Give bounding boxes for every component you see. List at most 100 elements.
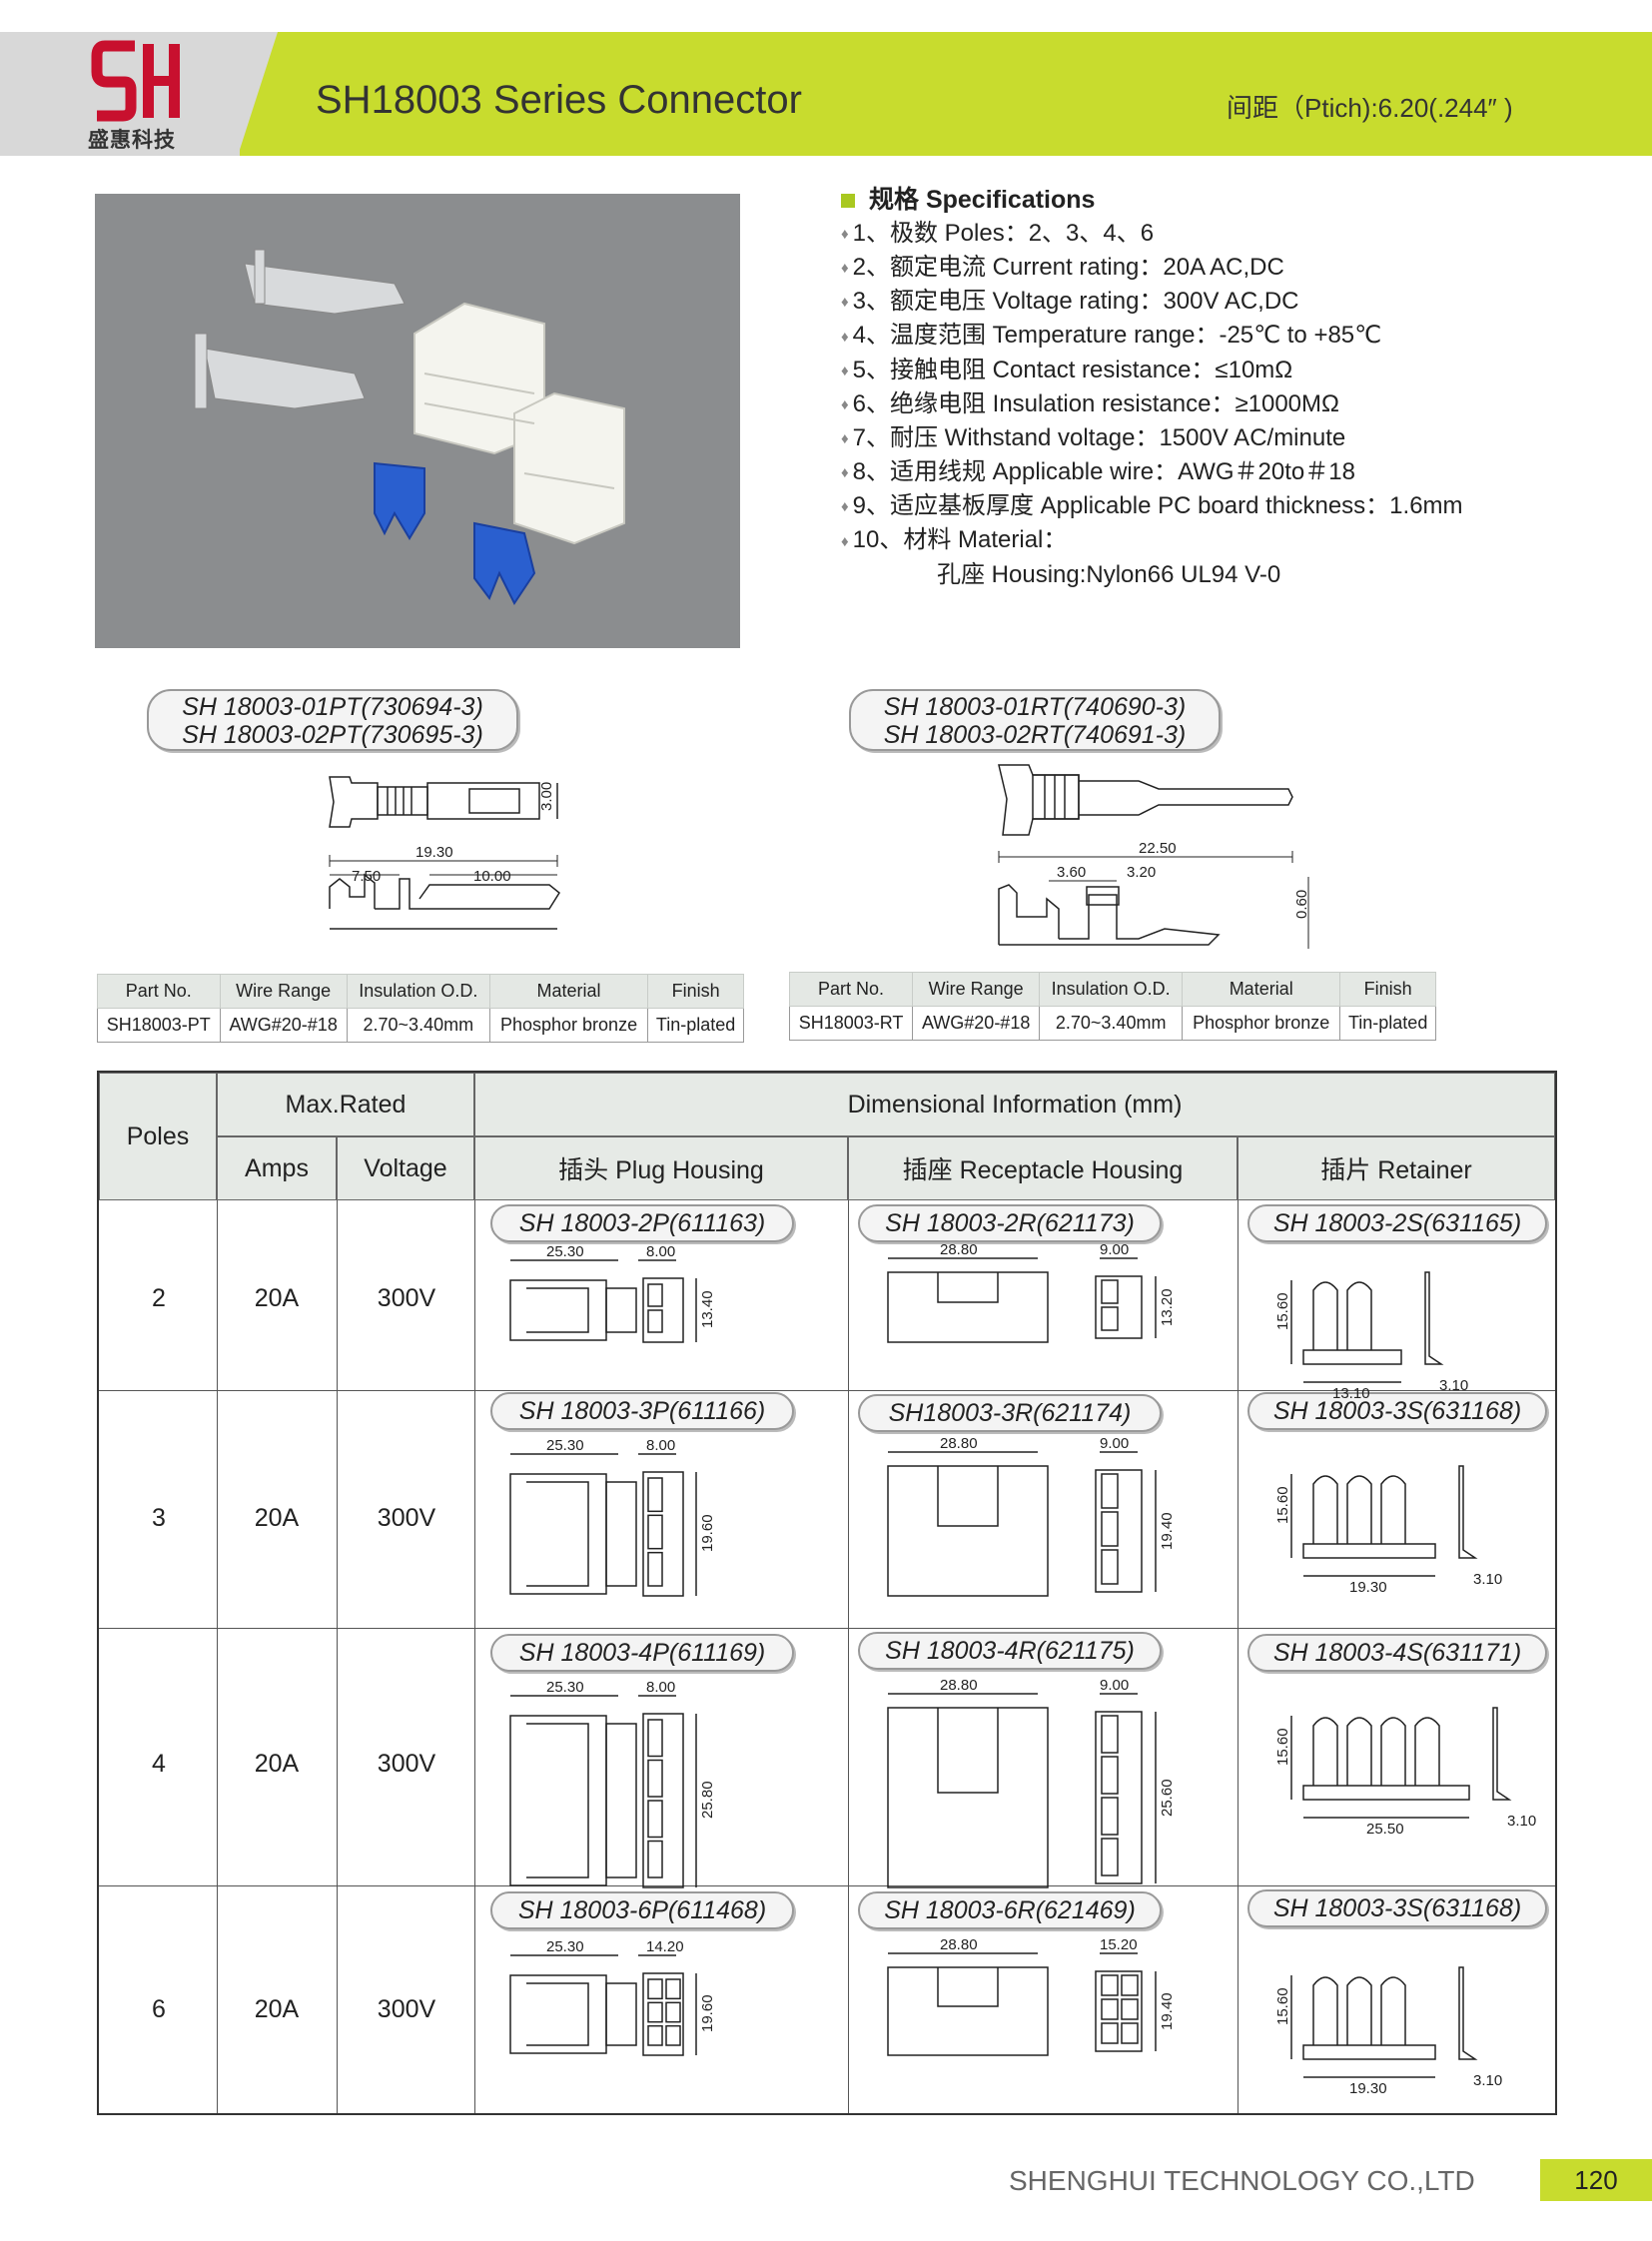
plug-part-label: SH 18003-6P(611468) xyxy=(490,1891,794,1929)
plug-dim-length: 25.30 xyxy=(546,1243,584,1260)
pt-dim-h: 3.00 xyxy=(538,782,555,811)
pt-part-label: SH 18003-01PT(730694-3) SH 18003-02PT(73… xyxy=(147,689,518,751)
pin-cavity xyxy=(647,2001,663,2023)
plug-face xyxy=(642,1471,684,1597)
receptacle-part-label: SH 18003-4R(621175) xyxy=(858,1632,1162,1670)
pt-spec-table: Part No. Wire Range Insulation O.D. Mate… xyxy=(97,974,744,1043)
pin-cavity xyxy=(647,1719,663,1758)
retainer-part-label: SH 18003-2S(631165) xyxy=(1247,1204,1547,1242)
pin-cavity xyxy=(647,1800,663,1839)
socket-cavity xyxy=(1101,1715,1119,1754)
table-header: Finish xyxy=(1339,972,1436,1007)
retainer-dim-side: 3.10 xyxy=(1507,1813,1536,1830)
max-rated-header: Max.Rated xyxy=(217,1073,474,1136)
divider xyxy=(99,1628,1555,1629)
amps-header: Amps xyxy=(217,1136,337,1200)
pin-cavity xyxy=(665,2001,681,2023)
table-header: Insulation O.D. xyxy=(346,974,490,1009)
socket-cavity xyxy=(1101,2022,1119,2044)
row-voltage: 300V xyxy=(377,1284,436,1312)
spec-item: ♦9、适应基板厚度 Applicable PC board thickness：… xyxy=(841,492,1463,520)
bullet-diamond-icon: ♦ xyxy=(841,395,849,413)
receptacle-dim-height: 13.20 xyxy=(1159,1288,1176,1326)
page-number: 120 xyxy=(1540,2159,1652,2201)
table-header-row: Part No. Wire Range Insulation O.D. Mate… xyxy=(97,974,744,1009)
plug-dim-length: 25.30 xyxy=(546,1938,584,1955)
spec-heading: 规格 Specifications xyxy=(841,184,1463,217)
product-photo-drawing xyxy=(194,249,625,605)
divider xyxy=(99,1885,1555,1886)
plug-face xyxy=(642,1972,684,2056)
plug-latch xyxy=(526,1287,589,1333)
retainer-tine xyxy=(1312,1717,1338,1786)
retainer-dim-side: 3.10 xyxy=(1439,1377,1468,1394)
pin-cavity xyxy=(647,1309,663,1333)
pin-cavity xyxy=(647,1514,663,1550)
receptacle-housing-header: 插座 Receptacle Housing xyxy=(848,1136,1238,1200)
spec-item: ♦2、额定电流 Current rating：20A AC,DC xyxy=(841,254,1284,282)
socket-cavity xyxy=(1121,1998,1139,2020)
spec-item: ♦5、接触电阻 Contact resistance：≤10mΩ xyxy=(841,356,1293,383)
divider xyxy=(99,1390,1555,1391)
table-header: Insulation O.D. xyxy=(1039,972,1184,1007)
bullet-diamond-icon: ♦ xyxy=(841,430,849,448)
row-amps: 20A xyxy=(254,1284,300,1312)
socket-cavity xyxy=(1101,1974,1119,1996)
retainer-side xyxy=(1458,1465,1478,1559)
plug-dim-length: 25.30 xyxy=(546,1679,584,1696)
receptacle-dim-length: 28.80 xyxy=(940,1435,978,1452)
retainer-dim-side: 3.10 xyxy=(1473,2072,1502,2089)
plug-dim-width: 8.00 xyxy=(646,1679,675,1696)
retainer-tine xyxy=(1346,1976,1372,2045)
table-header: Wire Range xyxy=(912,972,1041,1007)
plug-dim-height: 19.60 xyxy=(699,1514,716,1552)
page-title: SH18003 Series Connector xyxy=(316,78,802,122)
table-header: Finish xyxy=(647,974,744,1009)
product-photo xyxy=(95,194,740,648)
footer-company: SHENGHUI TECHNOLOGY CO.,LTD xyxy=(1009,2165,1475,2196)
row-poles: 3 xyxy=(152,1504,166,1532)
rt-dim-a: 3.60 xyxy=(1057,864,1086,881)
spec-item: ♦10、材料 Material： xyxy=(841,526,1068,554)
receptacle-face xyxy=(1095,1970,1143,2052)
retainer-tine xyxy=(1380,1475,1406,1544)
divider xyxy=(217,1200,218,2113)
header-logo-tab xyxy=(0,32,240,156)
pin-cavity xyxy=(647,1477,663,1513)
rt-part-label: SH 18003-01RT(740690-3) SH 18003-02RT(74… xyxy=(849,689,1221,751)
retainer-base xyxy=(1302,1785,1470,1801)
plug-dim-height: 13.40 xyxy=(699,1290,716,1328)
retainer-tine xyxy=(1312,1281,1338,1350)
table-header: Material xyxy=(488,974,649,1009)
pitch-label: 间距（Ptich):6.20(.244″ ) xyxy=(1227,93,1513,123)
table-cell: SH18003-PT xyxy=(97,1008,221,1043)
receptacle-dim-height: 19.40 xyxy=(1159,1992,1176,2030)
table-row: SH18003-RT AWG#20-#18 2.70~3.40mm Phosph… xyxy=(788,1006,1436,1041)
row-voltage: 300V xyxy=(377,1750,436,1778)
row-amps: 20A xyxy=(254,1995,300,2023)
plug-dim-width: 14.20 xyxy=(646,1938,684,1955)
spec-item: ♦4、温度范围 Temperature range：-25℃ to +85℃ xyxy=(841,322,1382,350)
plug-fingers xyxy=(605,1287,637,1333)
voltage-header: Voltage xyxy=(337,1136,474,1200)
plug-body xyxy=(509,1473,607,1595)
receptacle-face xyxy=(1095,1275,1143,1339)
plug-fingers xyxy=(605,1481,637,1587)
bullet-diamond-icon: ♦ xyxy=(841,362,849,379)
bullet-diamond-icon: ♦ xyxy=(841,464,849,482)
pin-cavity xyxy=(665,2024,681,2046)
spec-item: ♦3、额定电压 Voltage rating：300V AC,DC xyxy=(841,288,1299,316)
rt-terminal-drawing: 22.50 3.60 3.20 0.60 xyxy=(998,764,1310,949)
pt-dim-a: 7.50 xyxy=(352,868,381,885)
header-slant xyxy=(238,32,278,156)
socket-cavity xyxy=(1121,1974,1139,1996)
socket-cavity xyxy=(1101,1838,1119,1876)
retainer-side xyxy=(1424,1271,1444,1365)
table-cell: SH18003-RT xyxy=(788,1006,914,1041)
retainer-dim-height: 15.60 xyxy=(1274,1987,1291,2025)
spec-item: ♦7、耐压 Withstand voltage：1500V AC/minute xyxy=(841,423,1346,451)
